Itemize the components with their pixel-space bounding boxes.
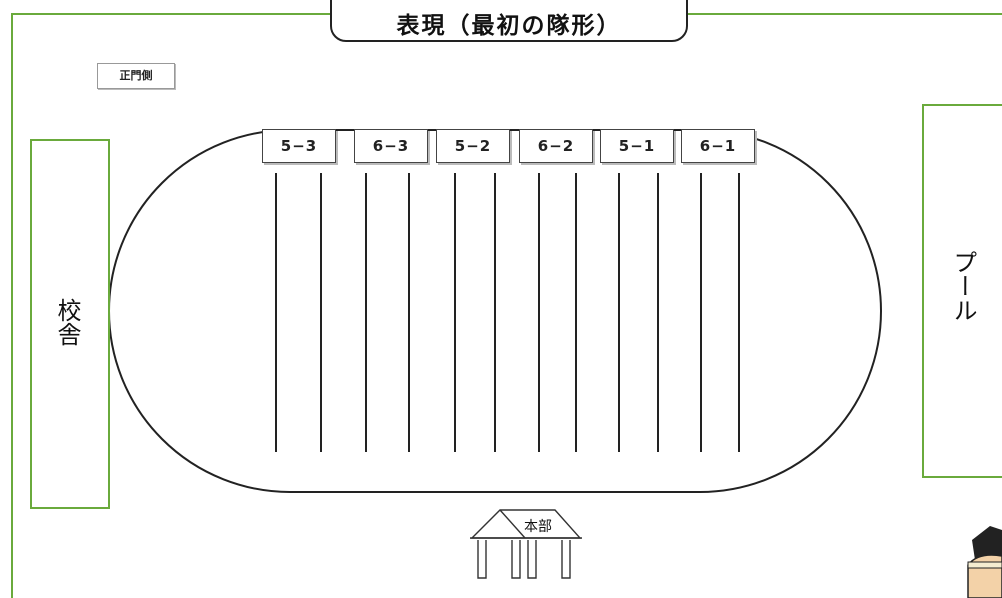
class-label-6-3: 6−3 [354,129,428,163]
headquarters-label: 本部 [524,519,552,535]
pool-label: プール [949,250,977,322]
headquarters-tent [470,509,582,579]
title-box: 表現（最初の隊形） [330,0,688,42]
diagram-title: 表現（最初の隊形） [396,13,622,39]
class-label-5-2: 5−2 [436,129,510,163]
school-building-label: 校舎 [53,298,81,346]
character-illustration [967,526,1002,598]
class-label-6-2: 6−2 [519,129,593,163]
pool [922,104,1002,478]
class-label-5-3: 5−3 [262,129,336,163]
track-oval [108,129,882,493]
gate-label: 正門側 [97,63,175,89]
class-label-6-1: 6−1 [681,129,755,163]
school-building [30,139,110,509]
class-label-5-1: 5−1 [600,129,674,163]
row-lines [275,173,740,452]
